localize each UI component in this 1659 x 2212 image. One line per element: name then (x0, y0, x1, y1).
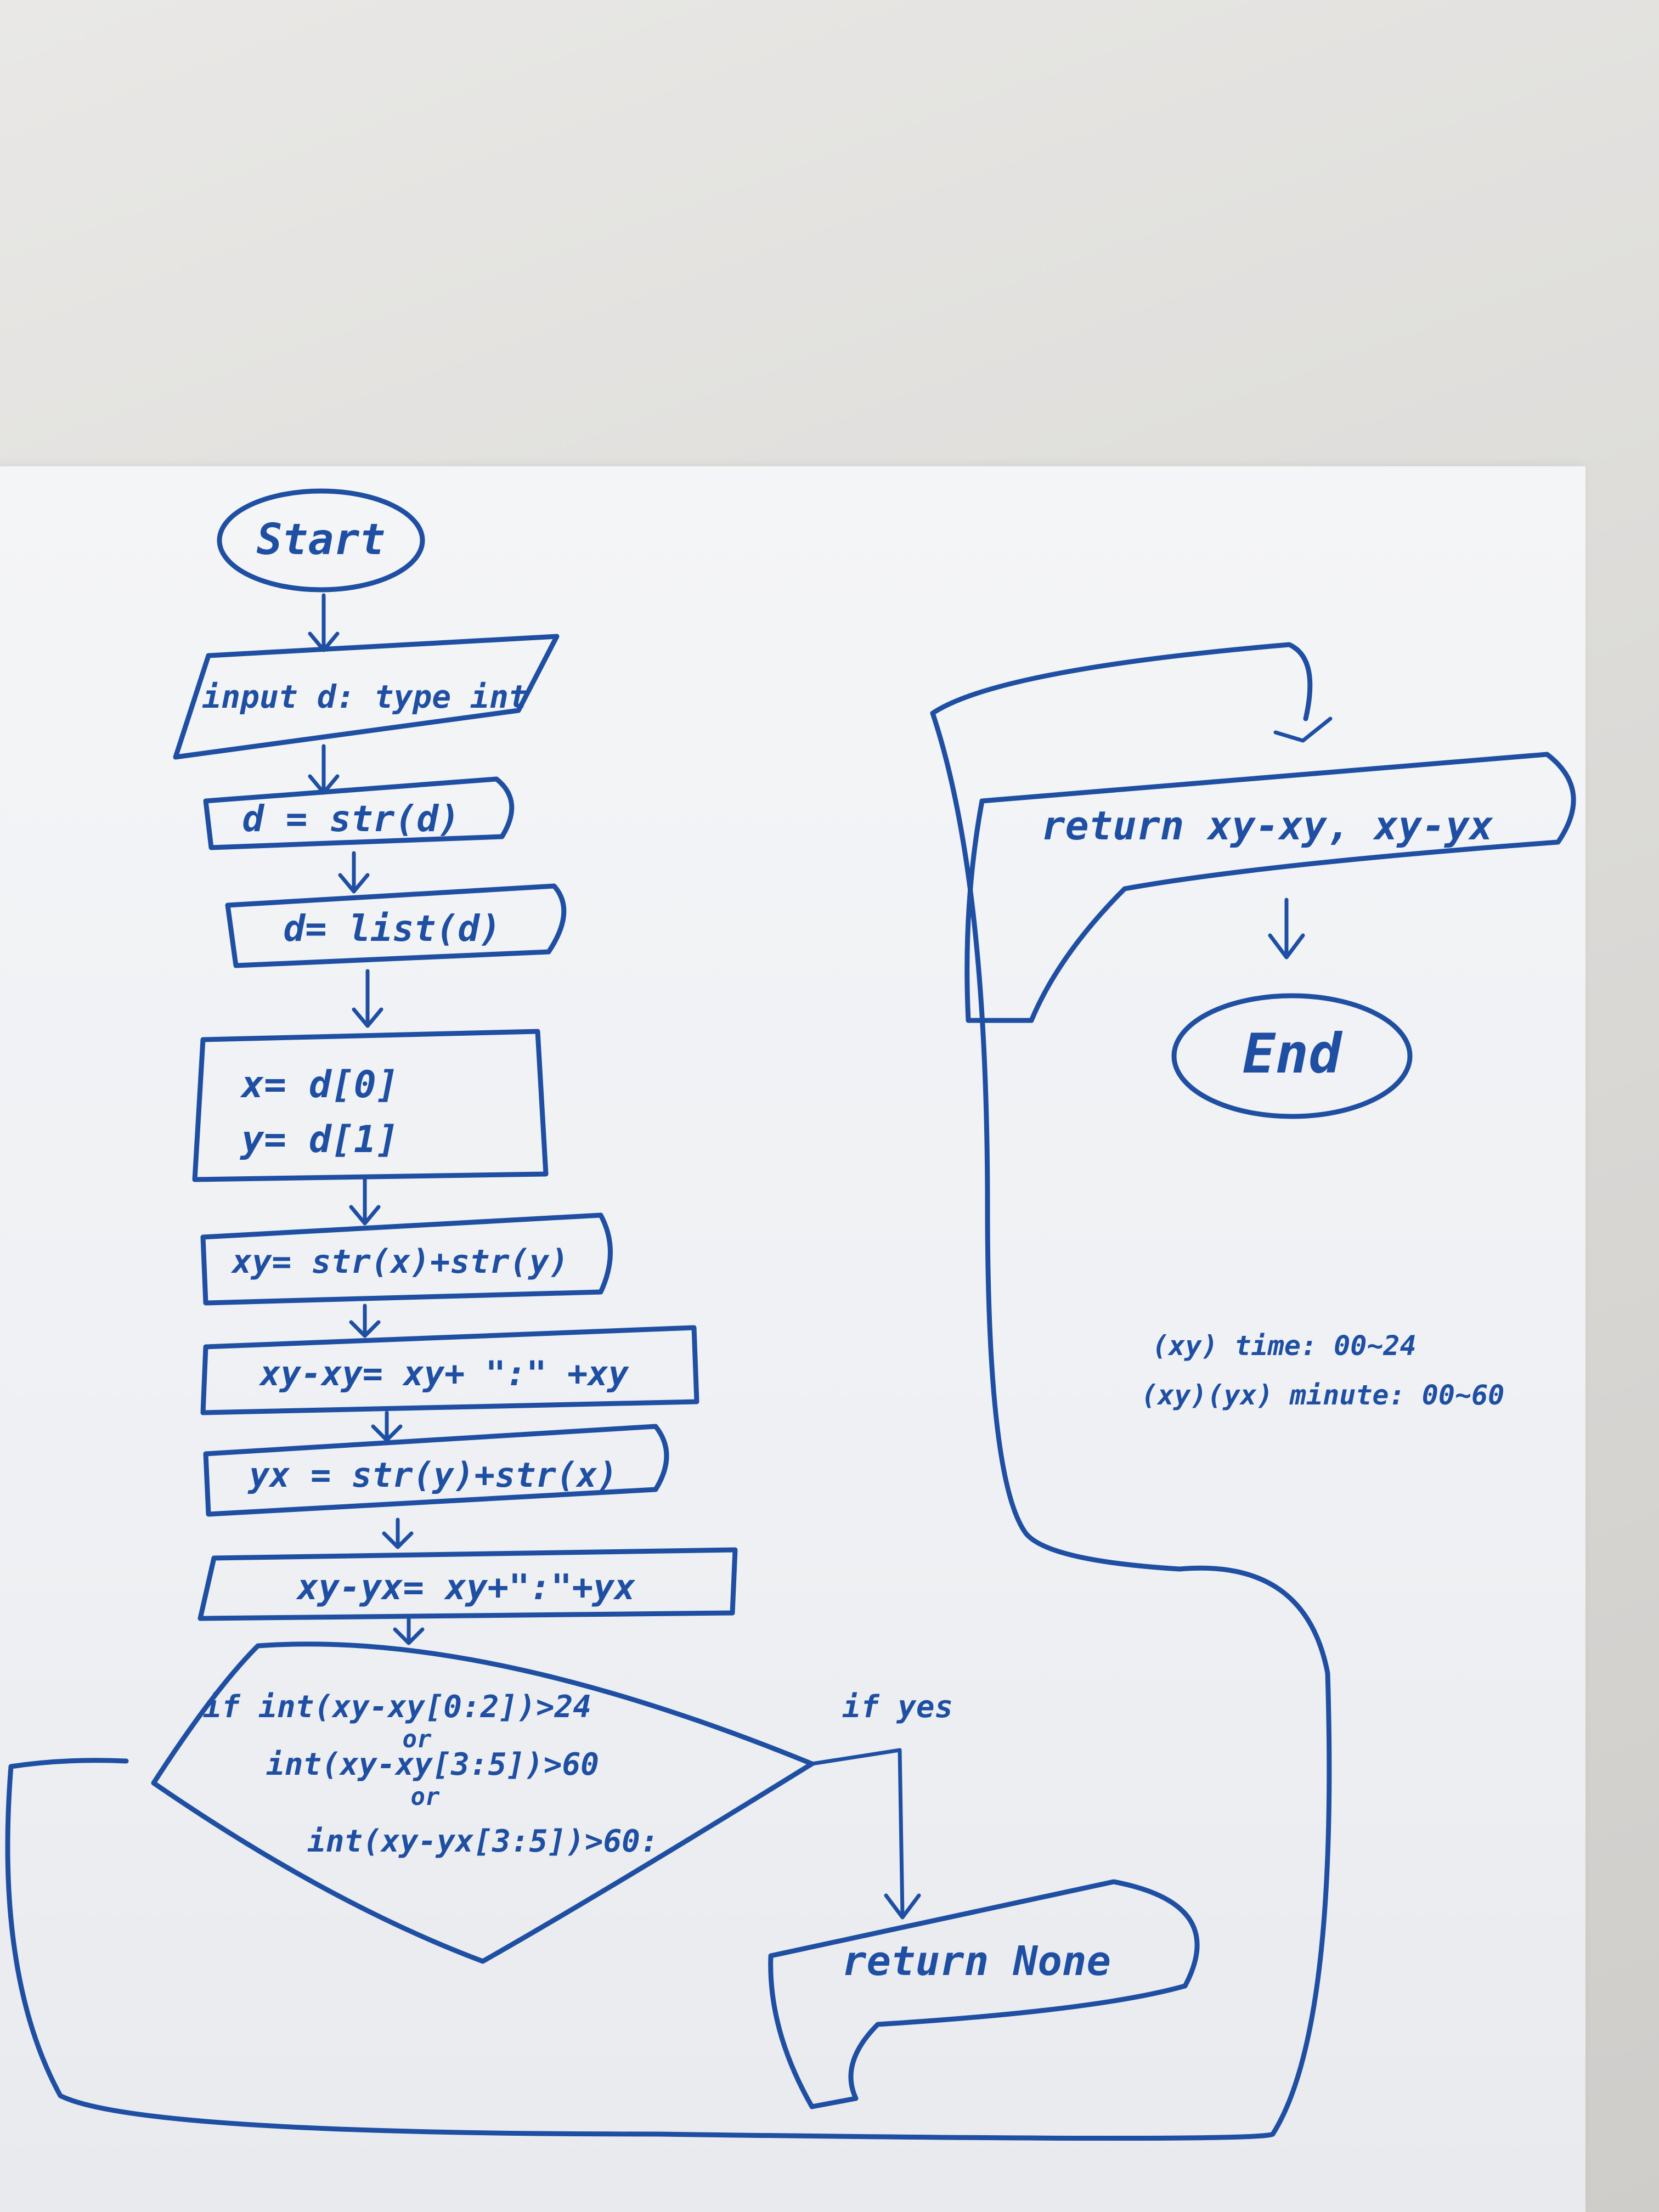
input-label: input d: type int (202, 678, 528, 715)
arrow-str-list (338, 851, 370, 894)
arrow-input-str (308, 744, 340, 795)
assign-process-box (192, 1029, 549, 1182)
loop-connector-no-branch (5, 642, 1332, 2141)
arrow-return-end (1268, 898, 1305, 960)
return-values-label: return xy-xy, xy-yx (1041, 803, 1493, 849)
decision-or1: or (403, 1725, 432, 1753)
xy-label: xy= str(x)+str(y) (230, 1243, 569, 1281)
decision-or2: or (411, 1783, 440, 1811)
start-terminal (217, 488, 425, 592)
arrow-yx-xyyx (382, 1517, 414, 1549)
whiteboard-paper (0, 466, 1585, 2212)
assign-y-label: y= d[1] (240, 1118, 399, 1161)
return-values-terminal (964, 752, 1576, 1023)
note-minute-range: (xy)(yx) minute: 00~60 (1141, 1379, 1504, 1411)
end-terminal (1171, 993, 1413, 1119)
str-process-box (203, 776, 515, 850)
str-label: d = str(d) (242, 798, 460, 840)
arrow-yes-return-none (810, 1748, 921, 1920)
decision-line1: if int(xy-xy[0:2])>24 (203, 1689, 591, 1725)
arrow-xy-xyxy (349, 1304, 381, 1338)
list-process-box (225, 883, 567, 968)
decision-diamond (151, 1641, 815, 1964)
end-label: End (1243, 1022, 1343, 1086)
xyxy-label: xy-xy= xy+ ":" +xy (258, 1353, 630, 1393)
arrow-start-input (308, 593, 340, 652)
arrow-xyyx-decision (393, 1616, 425, 1645)
xyxy-process-box (200, 1325, 699, 1415)
branch-yes-label: if yes (842, 1689, 953, 1725)
yx-process-box (203, 1424, 669, 1517)
note-time-range: (xy) time: 00~24 (1152, 1330, 1417, 1362)
decision-line3: int(xy-yx[3:5])>60: (307, 1824, 659, 1859)
assign-x-label: x= d[0] (240, 1063, 399, 1107)
decision-line2: int(xy-xy[3:5])>60 (266, 1747, 599, 1782)
xy-process-box (200, 1212, 613, 1306)
return-none-terminal (768, 1879, 1200, 2109)
arrow-assign-xy (349, 1177, 381, 1226)
yx-label: yx = str(y)+str(x) (247, 1455, 618, 1495)
input-parallelogram (173, 634, 560, 760)
xyyx-label: xy-yx= xy+":"+yx (296, 1567, 636, 1608)
arrow-list-assign (352, 969, 383, 1028)
xyyx-process-box (198, 1547, 738, 1621)
list-label: d= list(d) (283, 907, 501, 950)
arrow-no-return-values (1273, 716, 1333, 743)
start-label: Start (257, 515, 386, 565)
arrow-xyxy-yx (371, 1410, 403, 1442)
return-none-label: return None (842, 1938, 1111, 1985)
